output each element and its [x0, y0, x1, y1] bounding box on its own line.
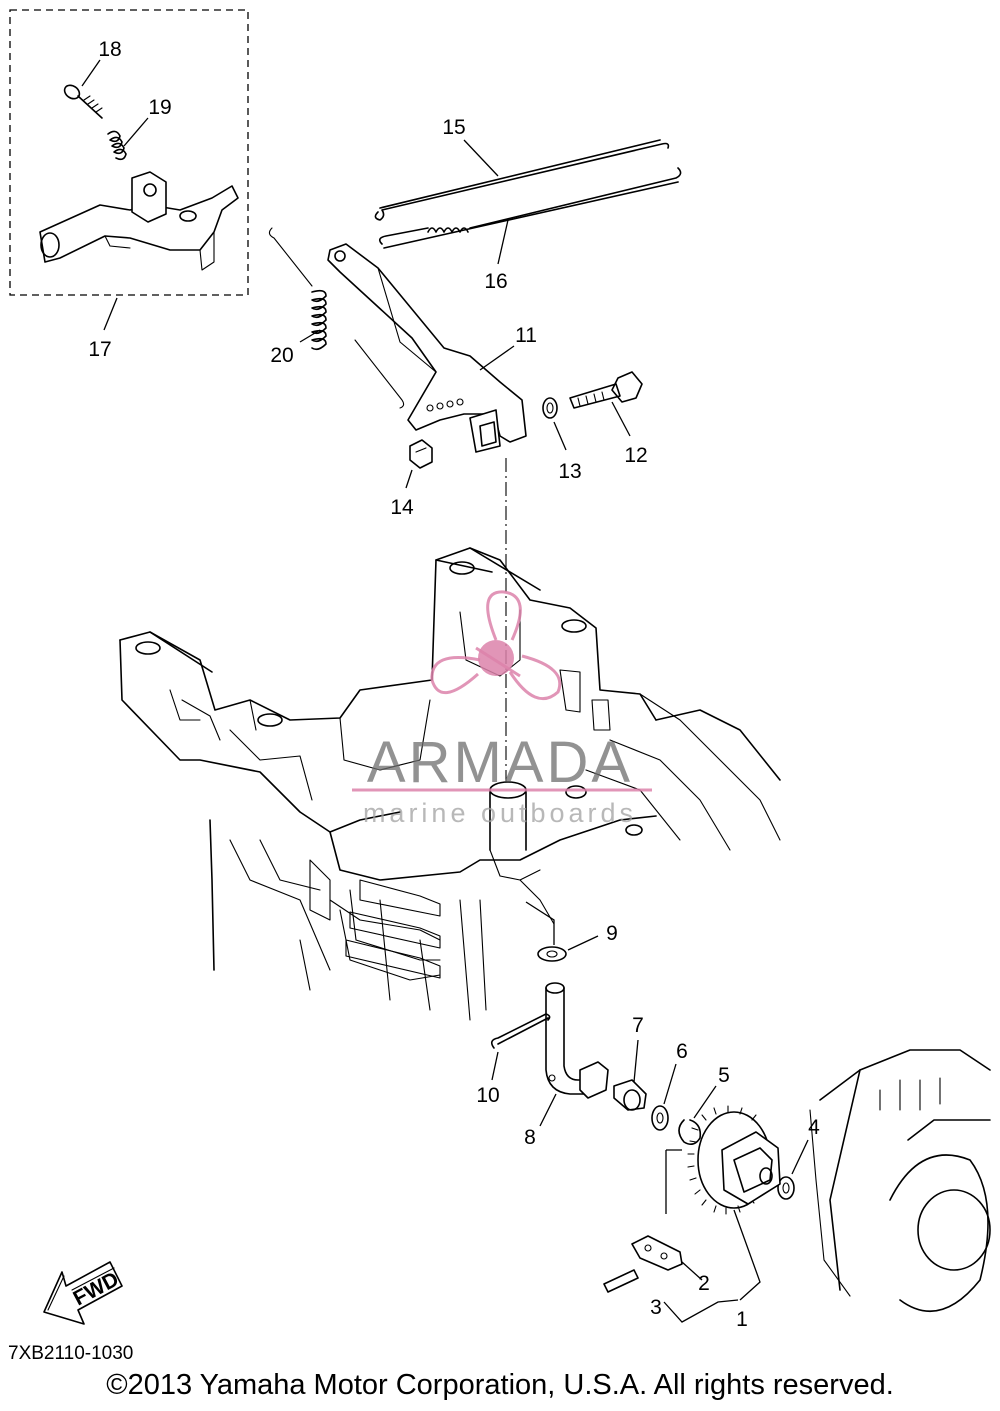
part-5-circlip — [678, 1085, 717, 1146]
part-2-clip — [631, 1235, 703, 1281]
part-12-bolt — [569, 371, 643, 437]
part-17-bracket — [39, 171, 239, 271]
callout-20: 20 — [270, 344, 293, 367]
part-8-shaft — [539, 982, 609, 1127]
crankcase-side — [809, 1049, 991, 1313]
part-11-lever — [327, 243, 527, 453]
part-18-bolt — [63, 84, 103, 119]
part-1-governor-gear — [665, 1105, 781, 1301]
callout-1: 1 — [736, 1308, 748, 1331]
watermark-brand: ARMADA — [367, 730, 633, 795]
callout-13: 13 — [558, 460, 581, 483]
callout-5: 5 — [718, 1064, 730, 1087]
callout-9: 9 — [606, 922, 618, 945]
callout-10: 10 — [476, 1084, 499, 1107]
fwd-arrow-icon — [43, 1261, 123, 1325]
callout-4: 4 — [808, 1116, 820, 1139]
part-6-washer — [651, 1063, 677, 1131]
part-17-assembly-box — [9, 9, 249, 296]
housing-bracket — [119, 547, 781, 1021]
diagram-code: 7XB2110-1030 — [8, 1343, 134, 1364]
part-13-washer — [542, 397, 567, 451]
callout-17: 17 — [88, 338, 111, 361]
callout-18: 18 — [98, 38, 121, 61]
part-16-rod-with-spring — [378, 167, 682, 265]
callout-3: 3 — [650, 1296, 662, 1319]
part-17-leader — [103, 297, 118, 331]
callout-8: 8 — [524, 1126, 536, 1149]
callout-11: 11 — [515, 324, 537, 347]
callout-16: 16 — [484, 270, 507, 293]
callout-12: 12 — [624, 444, 647, 467]
watermark-tagline: marine outboards — [363, 798, 637, 828]
callout-19: 19 — [148, 96, 171, 119]
part-9-washer — [525, 901, 599, 962]
part-19-spring — [107, 130, 127, 161]
part-10-clip-pin — [490, 1013, 551, 1081]
armada-watermark: ARMADA marine outboards — [352, 590, 652, 828]
part-14-nut — [405, 439, 433, 489]
part-4-washer — [777, 1139, 809, 1200]
callout-2: 2 — [698, 1272, 710, 1295]
part-20-spring — [268, 227, 405, 409]
callout-7: 7 — [632, 1014, 644, 1037]
armada-propeller-logo-icon — [430, 590, 562, 701]
part-3-pin — [603, 1269, 739, 1323]
part-7-collar — [613, 1039, 647, 1111]
callout-14: 14 — [390, 496, 414, 519]
copyright-notice: ©2013 Yamaha Motor Corporation, U.S.A. A… — [106, 1369, 894, 1401]
callout-15: 15 — [442, 116, 465, 139]
part-15-rod — [374, 139, 670, 221]
callout-6: 6 — [676, 1040, 688, 1063]
